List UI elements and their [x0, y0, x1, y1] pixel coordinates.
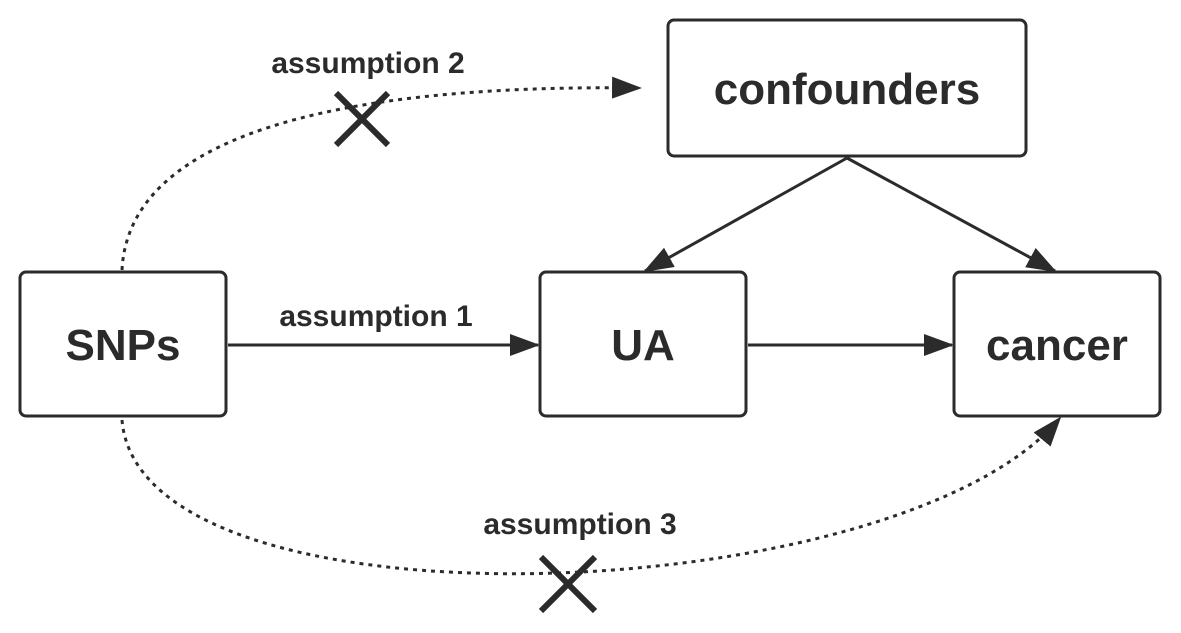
assumption-2-cross-icon — [333, 90, 391, 148]
node-confounders: confounders — [666, 18, 1028, 158]
assumption-2-path — [120, 76, 642, 271]
node-snps: SNPs — [18, 270, 228, 418]
node-cancer: cancer — [952, 270, 1162, 418]
assumption-2-label: assumption 2 — [271, 47, 464, 80]
assumption-3-label: assumption 3 — [483, 508, 676, 541]
confounders-to-ua-arrow — [643, 156, 848, 273]
assumption-3-cross-icon — [538, 554, 598, 614]
node-ua: UA — [538, 270, 748, 418]
assumption-3-path — [120, 416, 1062, 576]
node-snps-label: SNPs — [66, 321, 181, 370]
assumption-1-label: assumption 1 — [279, 300, 472, 333]
confounders-to-cancer-arrow — [846, 156, 1057, 273]
node-cancer-label: cancer — [986, 321, 1128, 370]
node-ua-label: UA — [611, 321, 675, 370]
node-confounders-label: confounders — [714, 65, 980, 114]
